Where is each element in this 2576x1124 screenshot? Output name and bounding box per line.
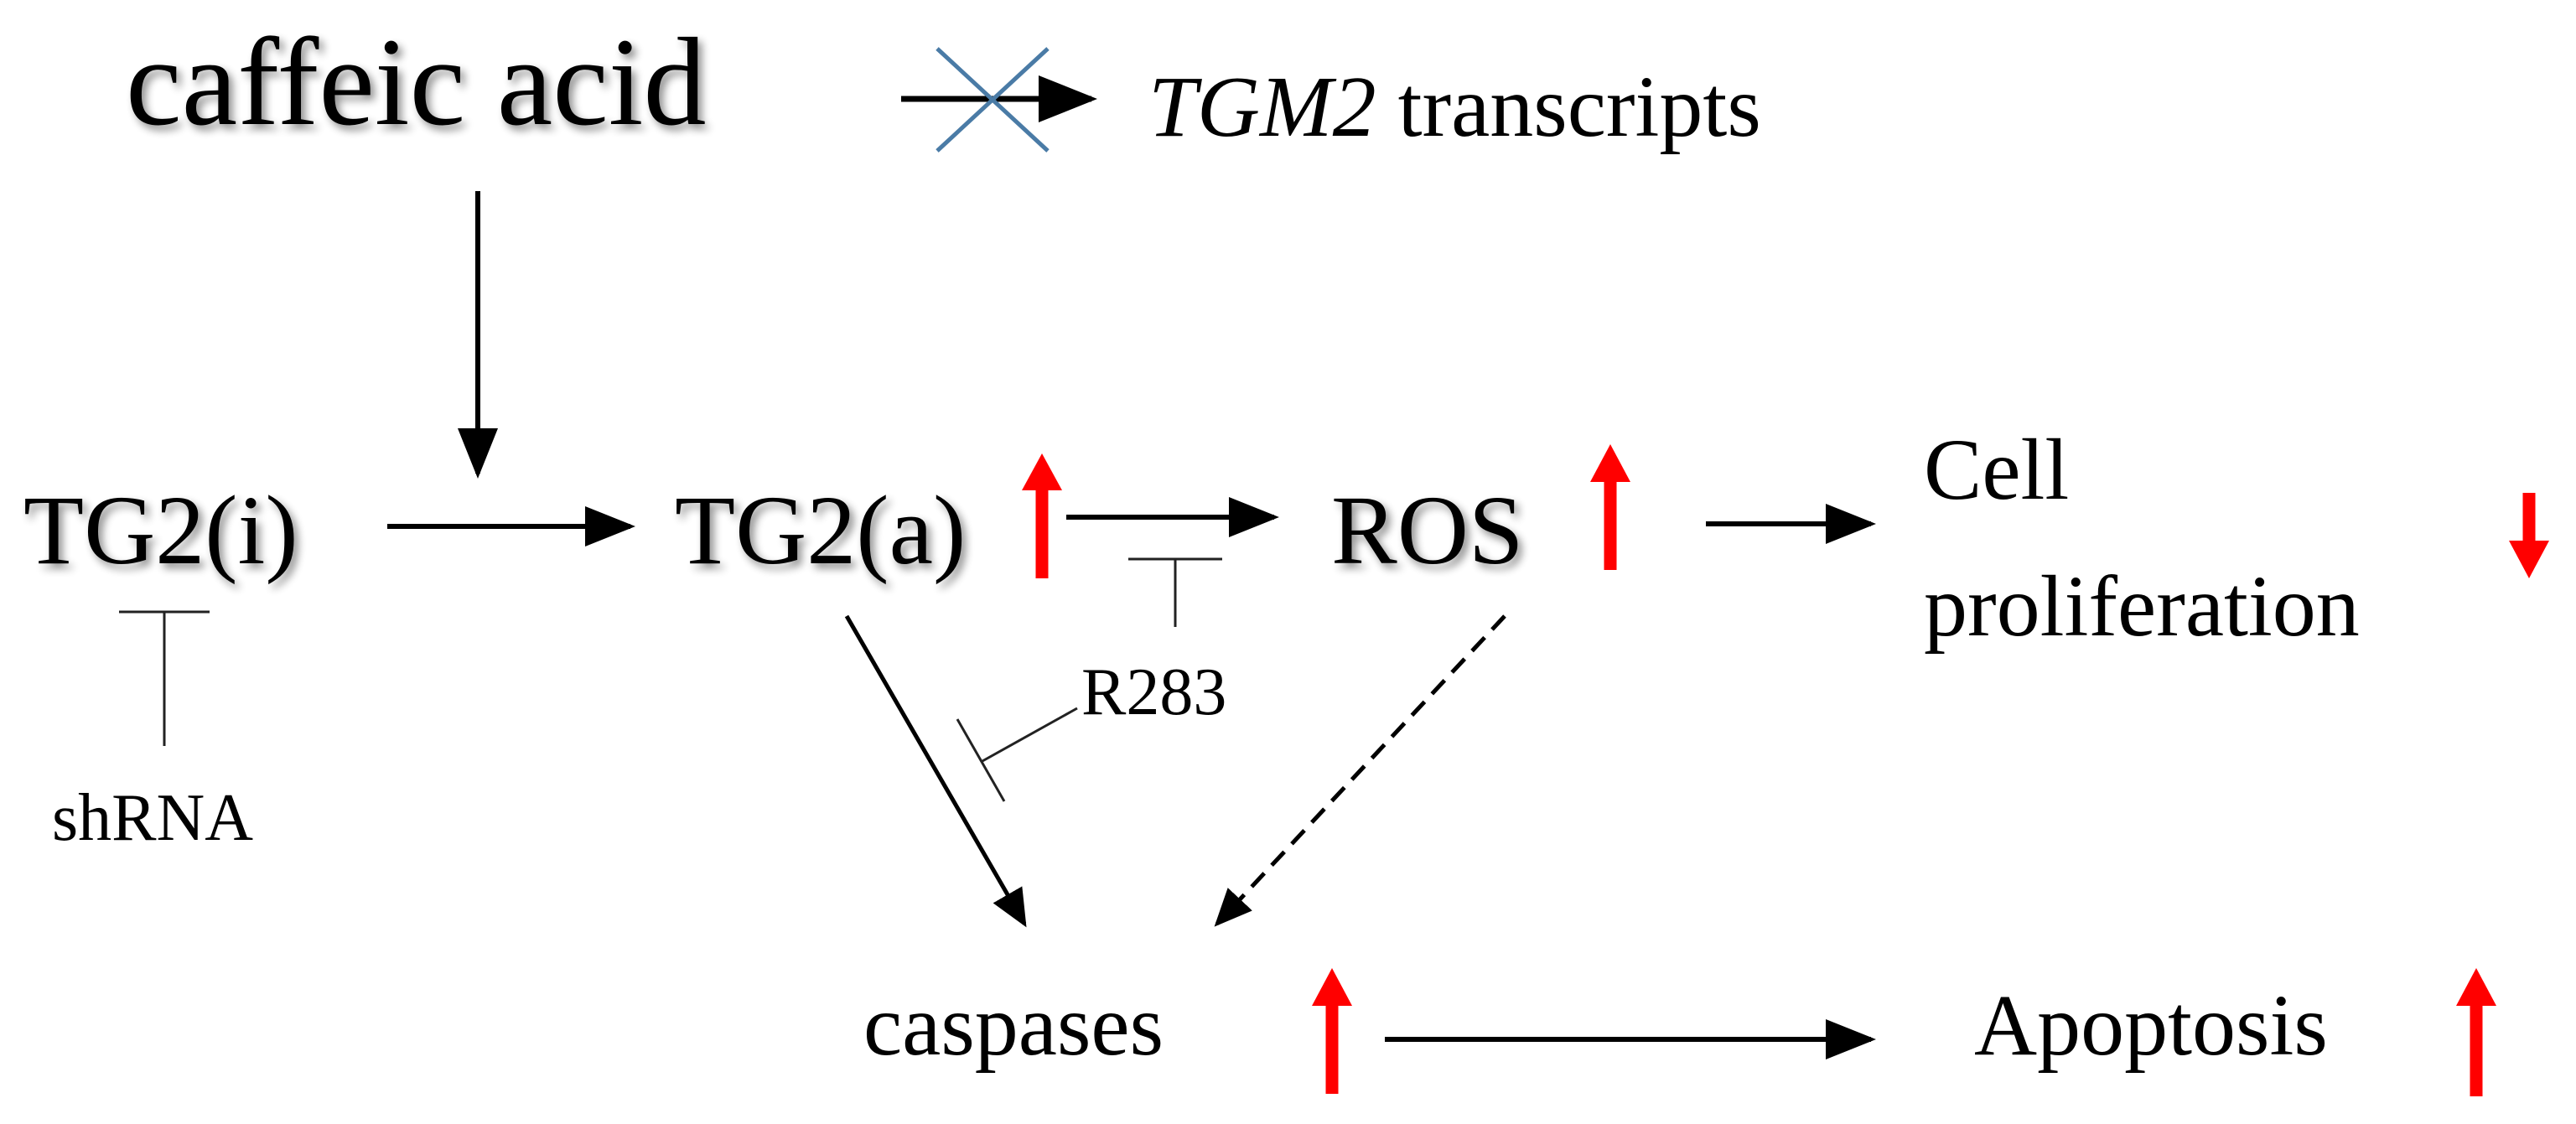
node-ros: ROS [1331, 475, 1524, 585]
inhibition-shrna-tg2i [119, 610, 210, 746]
blocked-cross-icon [936, 47, 1050, 153]
arrow-tg2a-to-caspases [844, 614, 1027, 928]
inhibitor-shrna-label: shRNA [52, 781, 253, 855]
node-cell-proliferation-line2: proliferation [1924, 558, 2360, 655]
node-caffeic-acid: caffeic acid [126, 13, 707, 152]
up-arrow-icon-ros [1590, 444, 1630, 570]
inhibition-r283-ros-arrow [1128, 557, 1222, 627]
node-cell-proliferation-line1: Cell [1924, 422, 2069, 518]
node-tg2-inactive: TG2(i) [23, 475, 298, 585]
up-arrow-icon-tg2a [1022, 453, 1062, 578]
inhibition-r283-caspase-arrow [956, 707, 1078, 802]
up-arrow-icon-apoptosis [2456, 968, 2496, 1096]
tgm2-transcripts-suffix: transcripts [1376, 59, 1761, 155]
node-tg2-active: TG2(a) [675, 475, 966, 585]
node-caspases: caspases [863, 977, 1164, 1074]
up-arrow-icon-caspases [1312, 968, 1352, 1094]
down-arrow-icon-cell-proliferation [2509, 493, 2549, 578]
node-apoptosis: Apoptosis [1974, 977, 2328, 1074]
inhibitor-r283-label: R283 [1081, 655, 1226, 729]
arrow-ros-to-caspases-dashed [1214, 614, 1506, 927]
node-tgm2-transcripts: TGM2 transcripts [1148, 59, 1761, 155]
tgm2-gene-label: TGM2 [1148, 59, 1376, 155]
